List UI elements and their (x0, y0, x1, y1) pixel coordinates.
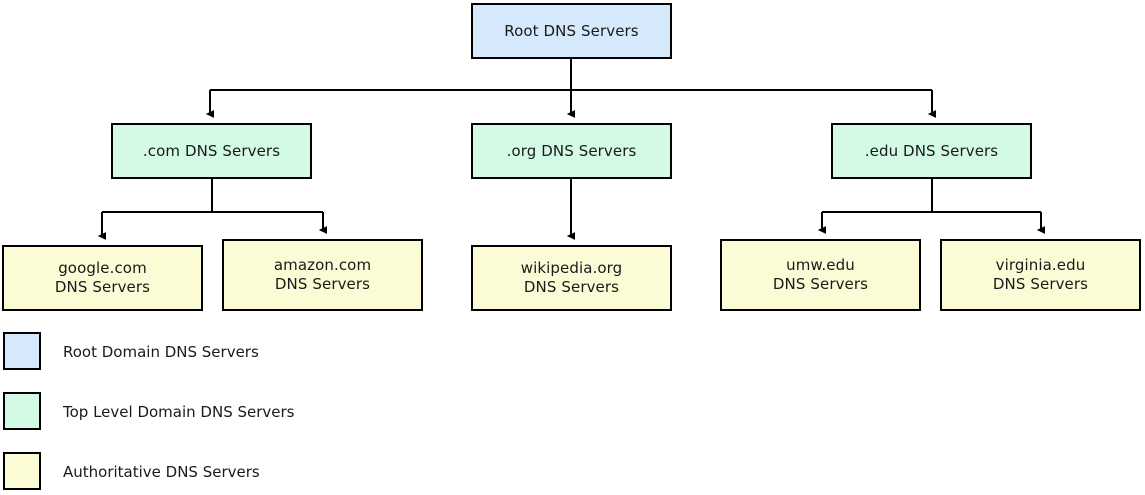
node-label: umw.edu (786, 256, 855, 274)
node-sublabel: DNS Servers (772, 275, 869, 293)
legend-label: Authoritative DNS Servers (63, 463, 260, 481)
node-sublabel: DNS Servers (54, 278, 151, 296)
node-label: amazon.com (273, 256, 372, 274)
node-com-dns[interactable]: .com DNS Servers (111, 123, 312, 179)
node-sublabel: DNS Servers (992, 275, 1089, 293)
legend-swatch-auth-icon (3, 452, 41, 490)
node-edu-dns[interactable]: .edu DNS Servers (831, 123, 1032, 179)
node-virginia-dns[interactable]: virginia.edu DNS Servers (940, 239, 1141, 311)
legend-label: Root Domain DNS Servers (63, 343, 259, 361)
node-amazon-dns[interactable]: amazon.com DNS Servers (222, 239, 423, 311)
node-label: .edu DNS Servers (864, 141, 999, 160)
node-label: wikipedia.org (520, 259, 623, 277)
node-org-dns[interactable]: .org DNS Servers (471, 123, 672, 179)
node-google-dns[interactable]: google.com DNS Servers (2, 245, 203, 311)
node-label: google.com (58, 259, 147, 277)
node-label: .org DNS Servers (506, 141, 637, 160)
node-sublabel: DNS Servers (523, 278, 620, 296)
node-wikipedia-dns[interactable]: wikipedia.org DNS Servers (471, 245, 672, 311)
legend: Root Domain DNS Servers Top Level Domain… (0, 326, 1145, 495)
legend-swatch-root-icon (3, 332, 41, 370)
node-umw-dns[interactable]: umw.edu DNS Servers (720, 239, 921, 311)
node-sublabel: DNS Servers (274, 275, 371, 293)
legend-swatch-tld-icon (3, 392, 41, 430)
node-label: virginia.edu (995, 256, 1086, 274)
node-label: .com DNS Servers (142, 141, 281, 160)
legend-label: Top Level Domain DNS Servers (63, 403, 295, 421)
node-label: Root DNS Servers (504, 21, 639, 40)
node-root-dns[interactable]: Root DNS Servers (471, 3, 672, 59)
